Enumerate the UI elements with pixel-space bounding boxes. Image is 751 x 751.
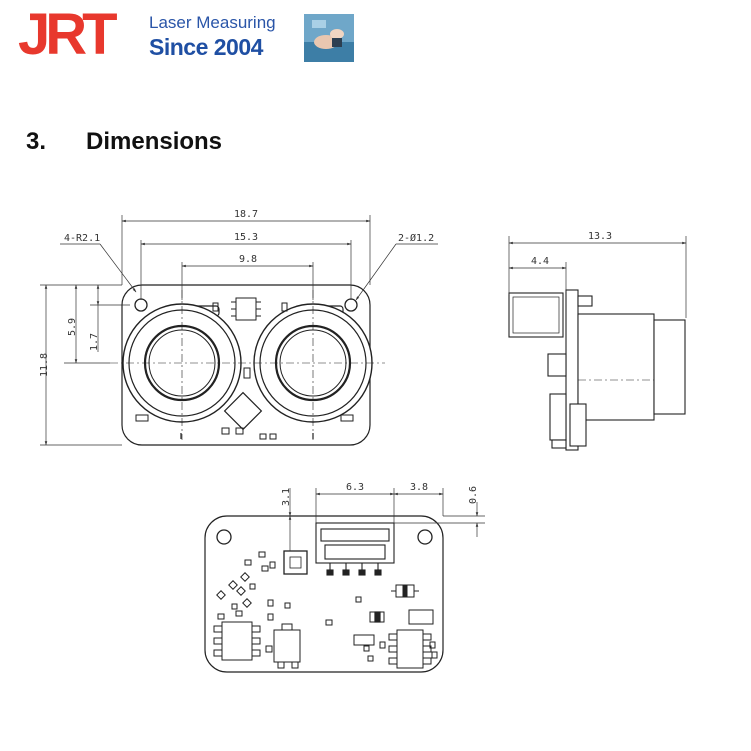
front-dimensions [40, 215, 438, 446]
dim-vertical-offset: 3.1 [281, 488, 292, 506]
dim-overall-width: 18.7 [234, 209, 258, 220]
back-ic-square [283, 550, 308, 575]
dim-inner-width: 9.8 [239, 254, 257, 265]
jrt-logo: JRT [18, 2, 118, 67]
side-dimension-labels: 13.3 4.4 [531, 231, 612, 267]
section-title: Dimensions [86, 128, 223, 155]
back-mount-hole-right [417, 529, 433, 545]
side-view [508, 289, 686, 451]
back-view [204, 515, 444, 673]
front-diamond-chip [223, 391, 263, 431]
dim-lens-spacing: 15.3 [234, 232, 258, 243]
dim-corner-radius: 4-R2.1 [64, 233, 100, 244]
dim-top-offset: 0.6 [468, 486, 479, 504]
back-ic-middle [273, 623, 301, 669]
header: JRT Laser Measuring Since 2004 [0, 0, 751, 80]
brand-tagline: Laser Measuring [149, 13, 276, 32]
back-mount-hole-left [216, 529, 232, 545]
back-ic-left [213, 621, 261, 661]
dim-connector: 4.4 [531, 256, 549, 267]
back-ic-right [388, 629, 432, 669]
side-connector-block [508, 292, 564, 338]
front-view [110, 284, 385, 446]
side-dimensions [508, 236, 687, 318]
dim-depth: 13.3 [588, 231, 612, 242]
back-dimension-labels: 6.3 3.8 3.1 0.6 [281, 482, 479, 506]
brand-text: Laser Measuring Since 2004 [149, 14, 276, 62]
dim-half-height: 5.9 [67, 318, 78, 336]
side-lens-barrel [653, 319, 686, 415]
dim-offset: 1.7 [89, 333, 100, 351]
front-dimension-labels: 18.7 15.3 9.8 4-R2.1 2-Ø1.2 11.8 5.9 1.7 [39, 209, 434, 377]
side-main-body [577, 313, 655, 421]
section-heading: 3. Dimensions [26, 128, 222, 156]
brand-since: Since 2004 [149, 34, 263, 60]
back-diode [391, 584, 419, 598]
dim-height: 11.8 [39, 353, 50, 377]
header-photo-icon [304, 14, 354, 62]
section-number: 3. [26, 128, 47, 155]
back-dimensions [270, 488, 485, 551]
dim-hole-callout: 2-Ø1.2 [398, 232, 434, 244]
front-ic-top [231, 297, 261, 321]
back-connector [315, 522, 395, 576]
dim-edge-offset: 3.8 [410, 482, 428, 493]
dim-connector-width: 6.3 [346, 482, 364, 493]
